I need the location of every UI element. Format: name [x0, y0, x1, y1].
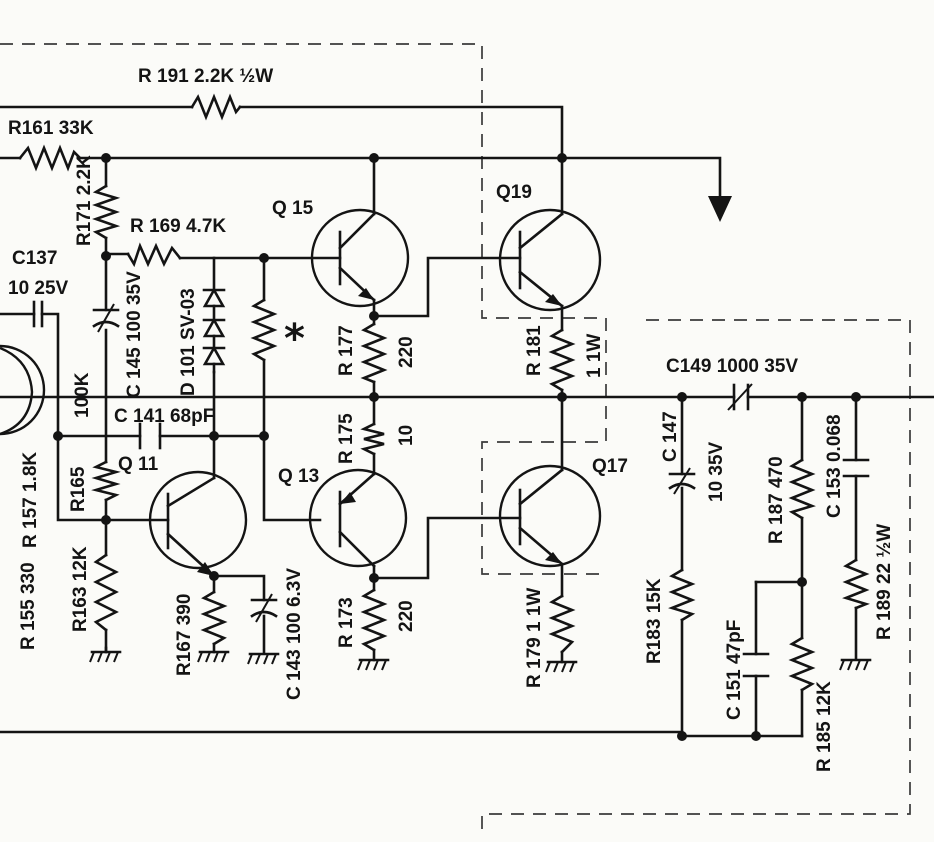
label-asterisk: * [284, 316, 305, 362]
resistor-r187 [788, 458, 816, 520]
capacitor-c149 [727, 383, 753, 411]
label-r163: R163 12K [70, 546, 91, 632]
label-q19: Q19 [496, 182, 532, 203]
label-r179: R 179 1 1W [524, 588, 545, 688]
label-r165: R165 [68, 466, 89, 512]
label-c147: C 147 [660, 411, 681, 462]
label-c141: C 141 68pF [114, 406, 214, 427]
transistor-q13 [308, 468, 408, 568]
partial-circle-left [0, 344, 46, 436]
capacitor-c153 [842, 458, 870, 478]
label-c145: C 145 100 35V [124, 271, 145, 398]
label-r177-value: 220 [396, 336, 417, 368]
capacitor-c141 [138, 422, 162, 450]
label-q15: Q 15 [272, 198, 314, 219]
resistors [18, 93, 870, 692]
capacitor-c137 [32, 300, 44, 328]
label-r161: R161 33K [8, 118, 94, 139]
label-r175-value: 10 [396, 425, 417, 446]
ground-symbols [89, 642, 872, 673]
label-c149: C149 1000 35V [666, 356, 798, 377]
resistor-r175 [360, 422, 385, 456]
label-c143: C 143 100 6.3V [284, 568, 305, 700]
resistor-asterisk [250, 298, 278, 362]
resistor-r179 [548, 594, 576, 654]
label-r167: R167 390 [174, 594, 195, 676]
output-arrow [708, 196, 732, 222]
capacitor-c143 [250, 593, 278, 623]
resistor-r191 [190, 93, 242, 121]
component-labels: R 191 2.2K ½W R161 33K R171 2.2K R 169 4… [8, 66, 895, 772]
label-c151: C 151 47pF [724, 620, 745, 720]
label-r191: R 191 2.2K ½W [138, 66, 273, 87]
capacitors [32, 300, 870, 678]
resistor-r189 [842, 558, 870, 610]
junction-dots [53, 153, 861, 741]
resistor-r183 [668, 568, 696, 622]
resistor-r161 [18, 144, 82, 172]
resistor-r165 [91, 460, 121, 502]
resistor-r163 [93, 553, 119, 632]
resistor-r167 [200, 590, 228, 646]
label-r157: R 157 1.8K [20, 452, 41, 548]
label-r175: R 175 [336, 413, 357, 464]
resistor-r169 [126, 242, 182, 268]
label-r181-value: 1 1W [584, 334, 605, 378]
label-r185: R 185 12K [814, 681, 835, 772]
resistor-r185 [788, 636, 816, 692]
label-q11: Q 11 [118, 454, 159, 475]
resistor-r171 [92, 184, 121, 240]
label-c153: C 153 0.068 [824, 414, 845, 518]
resistor-r173 [360, 588, 388, 652]
resistor-r181 [548, 328, 576, 392]
label-r181: R 181 [524, 325, 545, 376]
transistor-q11 [148, 470, 248, 578]
label-r155: R 155 330 [18, 562, 39, 650]
capacitor-c145 [92, 303, 120, 333]
label-q17: Q17 [592, 456, 628, 477]
dashed-boundaries [0, 43, 911, 834]
transistor-q17 [498, 464, 602, 568]
label-c147-value: 10 35V [706, 441, 727, 502]
label-r183: R183 15K [644, 578, 665, 664]
label-r173-value: 220 [396, 600, 417, 632]
transistor-q19 [498, 208, 602, 312]
label-r171: R171 2.2K [74, 155, 95, 246]
resistor-r177 [360, 322, 388, 384]
label-c137: C137 [12, 248, 57, 269]
capacitor-c151 [742, 652, 770, 678]
capacitor-c147 [668, 467, 696, 495]
label-r173: R 173 [336, 597, 357, 648]
diode-d101-string [202, 287, 226, 374]
label-c137-value: 10 25V [8, 278, 69, 299]
label-r177: R 177 [336, 325, 357, 376]
label-r189: R 189 22 ½W [874, 524, 895, 640]
label-d101: D 101 SV-03 [178, 288, 199, 396]
label-r169: R 169 4.7K [130, 216, 226, 237]
transistor-q15 [310, 208, 410, 308]
label-r187: R 187 470 [766, 456, 787, 544]
label-100k: 100K [72, 372, 93, 418]
label-q13: Q 13 [278, 466, 319, 487]
